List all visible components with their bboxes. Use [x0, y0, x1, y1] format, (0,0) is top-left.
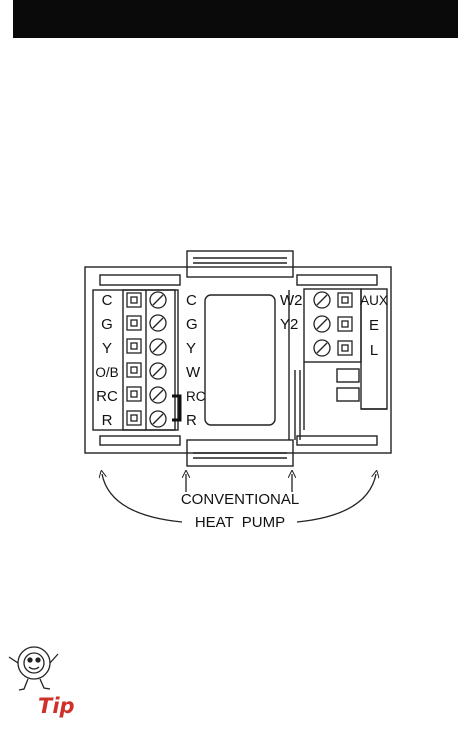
- label-e: E: [369, 317, 379, 334]
- heatpump-arrow-right: [297, 474, 376, 522]
- label-left-rc: RC: [96, 388, 118, 405]
- label-w2: W2: [280, 292, 303, 309]
- top-tab: [187, 251, 293, 277]
- label-y2: Y2: [280, 316, 298, 333]
- label-left-y: Y: [102, 340, 112, 357]
- label-left-r: R: [102, 412, 113, 429]
- caption-heat-pump: HEAT PUMP: [195, 514, 285, 531]
- caption-conventional: CONVENTIONAL: [181, 491, 299, 508]
- rc-r-jumper: [172, 396, 180, 420]
- label-left-ob: O/B: [95, 365, 118, 380]
- middle-strip-labels: C G Y W RC R: [186, 292, 206, 429]
- label-left-g: G: [101, 316, 113, 333]
- aux-strip-labels: AUX E L: [360, 293, 388, 359]
- tip-label: Tip: [38, 694, 75, 718]
- label-mid-y: Y: [186, 340, 196, 357]
- left-strip-labels: C G Y O/B RC R: [95, 292, 118, 429]
- label-mid-c: C: [186, 292, 197, 309]
- label-aux: AUX: [360, 293, 388, 308]
- right-strip-labels: W2 Y2: [280, 292, 303, 333]
- heatpump-arrow-left: [102, 474, 182, 522]
- label-left-c: C: [102, 292, 113, 309]
- label-mid-g: G: [186, 316, 198, 333]
- tip-mascot-icon: [9, 647, 58, 690]
- label-mid-w: W: [186, 364, 201, 381]
- label-mid-r: R: [186, 412, 197, 429]
- label-mid-rc: RC: [186, 389, 206, 404]
- label-l: L: [370, 342, 378, 359]
